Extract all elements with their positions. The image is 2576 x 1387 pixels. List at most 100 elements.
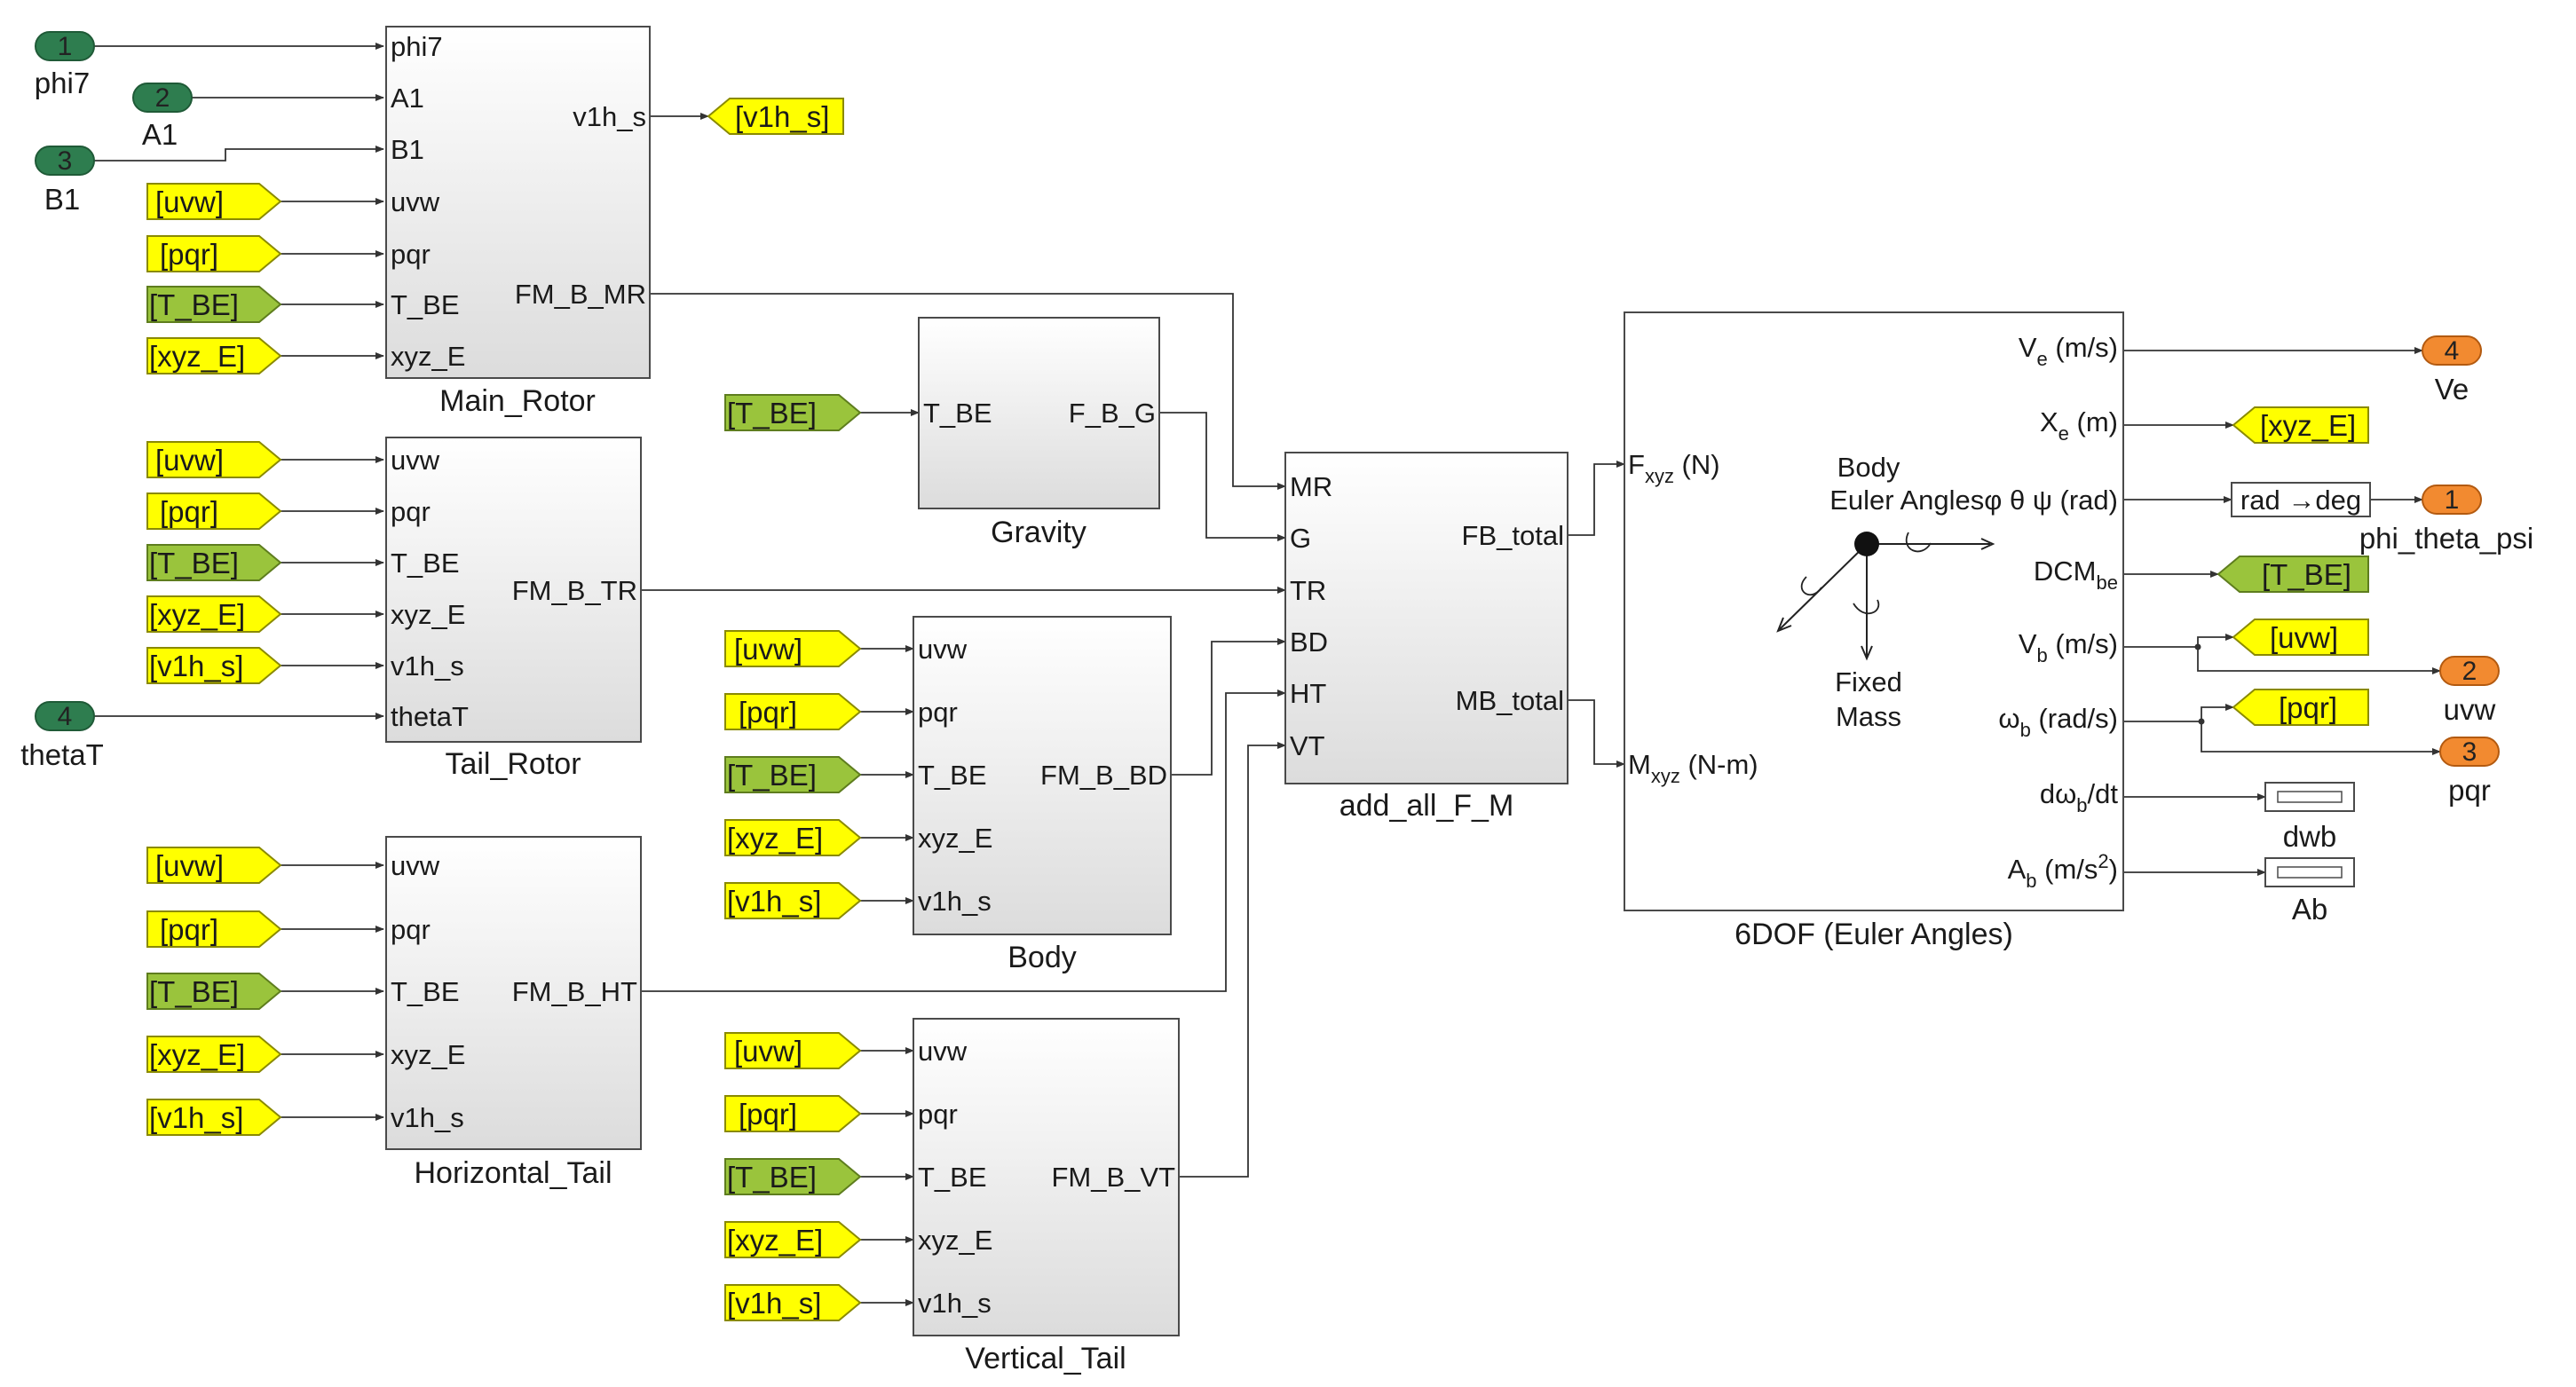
tag-label: [pqr] xyxy=(160,913,218,946)
from-tag-t-be[interactable]: [T_BE] xyxy=(724,394,862,431)
from-tag-t-be[interactable]: [T_BE] xyxy=(146,973,282,1010)
wire-mb-total xyxy=(1568,699,1625,768)
wire-wb-out xyxy=(2201,721,2441,755)
tag-label: [v1h_s] xyxy=(727,885,821,918)
from-tag-v1h-s[interactable]: [v1h_s] xyxy=(146,1099,282,1136)
horizontal-tail-block[interactable]: uvw pqr T_BE xyz_E v1h_s FM_B_HT Horizon… xyxy=(385,836,642,1190)
inport-4[interactable]: 4 thetaT xyxy=(20,701,104,771)
port-label: FM_B_TR xyxy=(512,575,637,606)
from-tag-uvw[interactable]: [uvw] xyxy=(724,1032,862,1069)
body-block[interactable]: uvw pqr T_BE xyz_E v1h_s FM_B_BD Body xyxy=(913,616,1172,974)
six-dof-block[interactable]: Fxyz (N) Mxyz (N-m) Ve (m/s) Xe (m) Eule… xyxy=(1624,311,2124,951)
port-label: FM_B_VT xyxy=(1051,1162,1175,1193)
icon-fixed-label: Fixed xyxy=(1835,666,1902,697)
block-name: 6DOF (Euler Angles) xyxy=(1734,918,2013,951)
port-label: T_BE xyxy=(391,548,460,579)
rigid-body-axes-icon xyxy=(1776,532,1995,661)
goto-tag-uvw[interactable]: [uvw] xyxy=(2232,619,2369,656)
outport-number: 3 xyxy=(2462,737,2477,767)
tag-label: [T_BE] xyxy=(727,1161,817,1194)
tag-label: [xyz_E] xyxy=(727,1224,823,1257)
from-tag-pqr[interactable]: [pqr] xyxy=(724,693,862,730)
wire-fm-mr xyxy=(650,293,1286,490)
vertical-tail-block[interactable]: uvw pqr T_BE xyz_E v1h_s FM_B_VT Vertica… xyxy=(913,1018,1180,1375)
tag-label: [uvw] xyxy=(155,849,224,882)
from-tag-v1h-s[interactable]: [v1h_s] xyxy=(146,647,282,684)
tail-rotor-block[interactable]: uvw pqr T_BE xyz_E v1h_s thetaT FM_B_TR … xyxy=(385,437,642,781)
tag-label: [T_BE] xyxy=(2262,558,2351,591)
from-tag-uvw[interactable]: [uvw] xyxy=(724,630,862,667)
from-tag-v1h-s[interactable]: [v1h_s] xyxy=(724,882,862,919)
goto-tag-t-be[interactable]: [T_BE] xyxy=(2216,556,2369,593)
from-tag-pqr[interactable]: [pqr] xyxy=(146,235,282,272)
from-tag-pqr[interactable]: [pqr] xyxy=(724,1095,862,1132)
wire-fbg xyxy=(1159,412,1286,541)
tag-label: [v1h_s] xyxy=(735,100,829,133)
from-tag-uvw[interactable]: [uvw] xyxy=(146,847,282,884)
port-vb: Vb (m/s) xyxy=(2019,628,2118,666)
port-label: v1h_s xyxy=(391,1102,464,1133)
inport-2[interactable]: 2 A1 xyxy=(132,83,193,151)
port-label: TR xyxy=(1290,575,1326,606)
port-label: xyz_E xyxy=(918,823,992,854)
display-ab[interactable]: Ab xyxy=(2264,857,2355,926)
from-tag-t-be[interactable]: [T_BE] xyxy=(724,1158,862,1195)
outport-1[interactable]: 1 phi_theta_psi xyxy=(2359,485,2533,555)
inport-number: 2 xyxy=(155,83,170,113)
port-label: uvw xyxy=(918,634,968,665)
port-label: T_BE xyxy=(918,1162,987,1193)
inport-3[interactable]: 3 B1 xyxy=(35,146,95,216)
from-tag-xyz-e[interactable]: [xyz_E] xyxy=(146,595,282,633)
port-label: FB_total xyxy=(1462,520,1564,551)
port-label: B1 xyxy=(391,134,424,165)
rad-to-deg-converter[interactable]: rad →deg xyxy=(2231,482,2371,517)
from-tag-xyz-e[interactable]: [xyz_E] xyxy=(724,1221,862,1258)
port-label: T_BE xyxy=(391,976,460,1007)
block-name: Vertical_Tail xyxy=(965,1342,1126,1375)
tag-label: [uvw] xyxy=(155,444,224,477)
from-tag-t-be[interactable]: [T_BE] xyxy=(724,756,862,793)
port-dwb: dωb/dt xyxy=(2040,778,2119,816)
port-label: A1 xyxy=(391,83,424,114)
port-label: VT xyxy=(1290,730,1325,761)
outport-2[interactable]: 2 uvw xyxy=(2439,656,2500,726)
outport-3[interactable]: 3 pqr xyxy=(2439,737,2500,807)
port-force: Fxyz (N) xyxy=(1628,449,1720,487)
goto-tag-v1h-s[interactable]: [v1h_s] xyxy=(707,98,844,135)
inport-label: phi7 xyxy=(35,67,90,99)
inport-label: B1 xyxy=(44,183,80,216)
outport-4[interactable]: 4 Ve xyxy=(2422,335,2482,406)
outport-label: phi_theta_psi xyxy=(2359,522,2533,555)
gravity-block[interactable]: T_BE F_B_G Gravity xyxy=(918,317,1160,549)
port-label: xyz_E xyxy=(918,1225,992,1256)
from-tag-v1h-s[interactable]: [v1h_s] xyxy=(724,1284,862,1321)
from-tag-xyz-e[interactable]: [xyz_E] xyxy=(724,819,862,856)
tag-label: [pqr] xyxy=(2279,691,2337,724)
from-tag-t-be[interactable]: [T_BE] xyxy=(146,286,282,323)
port-wb: ωb (rad/s) xyxy=(1998,703,2118,741)
from-tag-pqr[interactable]: [pqr] xyxy=(146,910,282,948)
port-label: v1h_s xyxy=(573,101,646,132)
tag-label: [uvw] xyxy=(734,633,802,666)
from-tag-uvw[interactable]: [uvw] xyxy=(146,183,282,220)
inport-1[interactable]: 1 phi7 xyxy=(35,31,95,99)
display-dwb[interactable]: dwb xyxy=(2264,782,2355,853)
port-label: v1h_s xyxy=(918,1288,992,1319)
from-tag-t-be[interactable]: [T_BE] xyxy=(146,544,282,581)
port-ab: Ab (m/s2) xyxy=(2008,850,2118,892)
tag-label: [pqr] xyxy=(160,495,218,528)
from-tag-uvw[interactable]: [uvw] xyxy=(146,441,282,478)
branch-point xyxy=(2198,718,2205,725)
from-tag-pqr[interactable]: [pqr] xyxy=(146,493,282,530)
tag-label: [v1h_s] xyxy=(149,1101,243,1134)
from-tag-xyz-e[interactable]: [xyz_E] xyxy=(146,337,282,374)
from-tag-xyz-e[interactable]: [xyz_E] xyxy=(146,1036,282,1073)
port-label: xyz_E xyxy=(391,599,465,630)
port-label: pqr xyxy=(391,914,431,945)
block-name: Body xyxy=(1007,941,1077,974)
port-label: uvw xyxy=(391,186,440,217)
add-all-block[interactable]: MR G TR BD HT VT FB_total MB_total add_a… xyxy=(1284,452,1569,823)
goto-tag-pqr[interactable]: [pqr] xyxy=(2232,689,2369,726)
main-rotor-block[interactable]: phi7 A1 B1 uvw pqr T_BE xyz_E v1h_s FM_B… xyxy=(385,26,651,418)
goto-tag-xyz-e[interactable]: [xyz_E] xyxy=(2232,406,2369,444)
